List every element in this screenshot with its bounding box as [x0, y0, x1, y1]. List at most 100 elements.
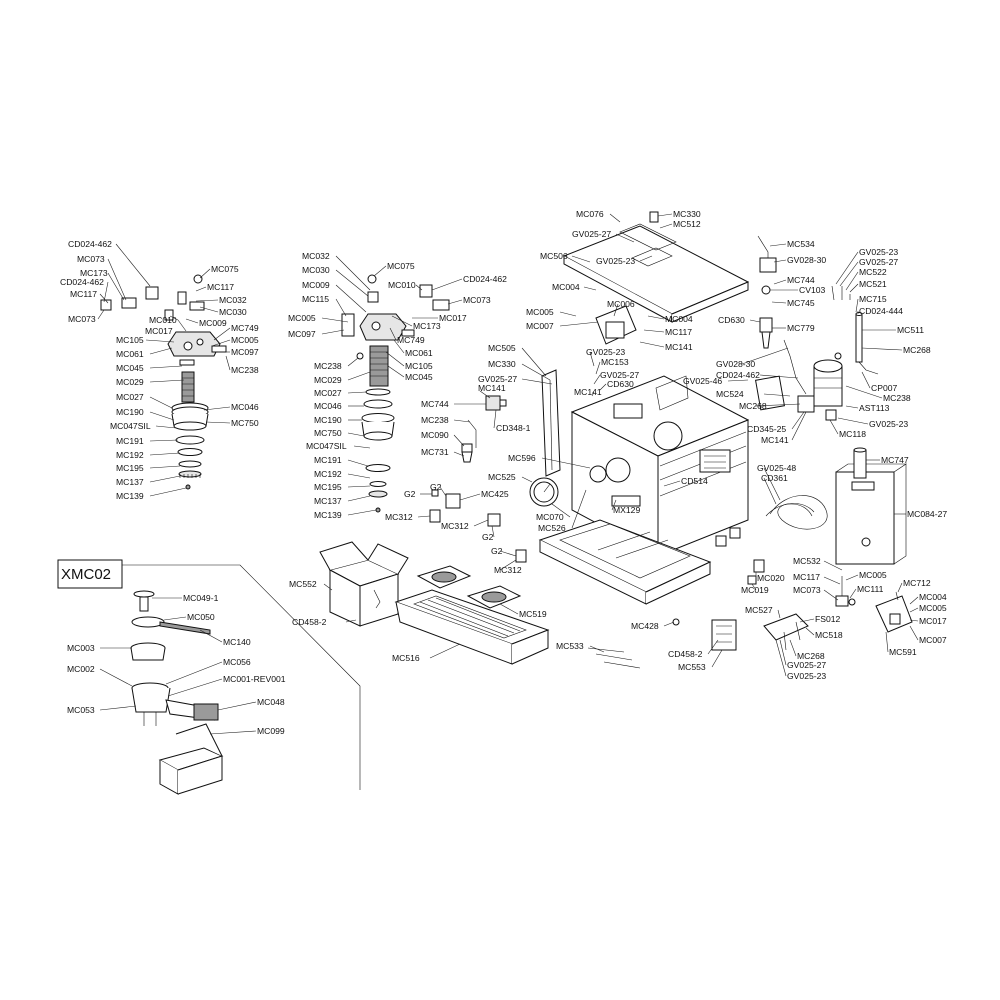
callout-label: GV025-46	[683, 376, 722, 386]
callout-label: MC111	[857, 584, 884, 594]
callout-label: MC006	[607, 299, 635, 309]
callout-label: CD348-1	[496, 423, 531, 433]
left-group-head-assembly	[100, 274, 227, 490]
callout-label: MC117	[70, 289, 97, 299]
callout-label: MC005	[526, 307, 554, 317]
callout-label: MC084-27	[907, 509, 947, 519]
callout-label: MC137	[116, 477, 144, 487]
callout-label: MC553	[678, 662, 706, 672]
callout-label: MC190	[314, 415, 342, 425]
callout-label: GV028-30	[716, 359, 755, 369]
callout-label: MC425	[481, 489, 509, 499]
callout-label: MC238	[314, 361, 342, 371]
callout-label: GV025-27	[859, 257, 898, 267]
callout-label: MC153	[601, 357, 629, 367]
callout-label: G2	[430, 482, 442, 492]
callout-label: MC750	[314, 428, 342, 438]
callout-label: GV025-27	[572, 229, 611, 239]
pressure-gauge-mc070	[529, 477, 559, 507]
callout-label: MC020	[757, 573, 785, 583]
callout-label: MC532	[793, 556, 821, 566]
callout-label: MC173	[413, 321, 441, 331]
callout-label: GV025-27	[478, 374, 517, 384]
box-mc552	[319, 541, 409, 627]
callout-label: GV025-27	[600, 370, 639, 380]
callout-label: MC527	[745, 605, 773, 615]
callout-label: MC191	[116, 436, 144, 446]
callout-label: MC312	[494, 565, 522, 575]
callout-label: MC061	[116, 349, 144, 359]
callout-label: MC115	[302, 294, 329, 304]
xmc02-portafilter-kit	[57, 559, 361, 795]
callout-label: MC029	[116, 377, 144, 387]
callout-label: MC117	[665, 327, 692, 337]
callout-label: MC141	[478, 383, 506, 393]
callout-label: MC029	[314, 375, 342, 385]
callout-label: MC045	[405, 372, 433, 382]
callout-label: MC731	[421, 447, 449, 457]
callout-label: MC516	[392, 653, 420, 663]
callout-label: MC046	[314, 401, 342, 411]
callout-label: CD361	[761, 473, 788, 483]
callout-label: MC512	[673, 219, 701, 229]
part-callout-labels: XMC02 CD024-462 MC073 MC173 CD024-462 MC…	[60, 209, 947, 736]
callout-label: MC047SIL	[110, 421, 151, 431]
drip-tray-mc516	[394, 565, 550, 665]
callout-label: CD024-462	[68, 239, 112, 249]
valves-and-switches	[429, 395, 527, 563]
callout-label: MC268	[797, 651, 825, 661]
group-title: XMC02	[61, 566, 111, 583]
callout-label: MC005	[231, 335, 259, 345]
top-cover-mc506	[562, 211, 750, 323]
callout-label: MC004	[919, 592, 947, 602]
callout-label: CV103	[799, 285, 825, 295]
callout-label: MC525	[488, 472, 516, 482]
callout-label: MC238	[231, 365, 259, 375]
callout-label: MC518	[815, 630, 843, 640]
callout-label: CD024-462	[60, 277, 104, 287]
callout-label: GV028-30	[787, 255, 826, 265]
callout-label: MC140	[223, 637, 251, 647]
callout-label: MC330	[488, 359, 516, 369]
callout-label: MC073	[77, 254, 105, 264]
callout-label: CD458-2	[292, 617, 327, 627]
callout-label: MC056	[223, 657, 251, 667]
part-drawings	[57, 211, 913, 795]
callout-label: MC007	[919, 635, 947, 645]
callout-label: MC141	[665, 342, 693, 352]
callout-label: MC190	[116, 407, 144, 417]
callout-label: GV025-23	[859, 247, 898, 257]
callout-label: MC045	[116, 363, 144, 373]
callout-label: MC090	[421, 430, 449, 440]
callout-label: MC007	[526, 321, 554, 331]
callout-label: MC552	[289, 579, 317, 589]
callout-label: MC061	[405, 348, 433, 358]
callout-label: MC192	[314, 469, 342, 479]
callout-label: MC749	[397, 335, 425, 345]
callout-label: MC002	[67, 664, 95, 674]
callout-label: MC073	[68, 314, 96, 324]
callout-label: CD514	[681, 476, 708, 486]
callout-label: MC073	[793, 585, 821, 595]
callout-label: MC076	[576, 209, 604, 219]
callout-label: MC511	[897, 325, 924, 335]
callout-label: MC749	[231, 323, 259, 333]
callout-label: MC312	[441, 521, 469, 531]
callout-label: MC506	[540, 251, 568, 261]
callout-label: MC712	[903, 578, 931, 588]
callout-label: MC596	[508, 453, 536, 463]
callout-label: MC099	[257, 726, 285, 736]
callout-label: MC238	[421, 415, 449, 425]
callout-label: CD024-462	[463, 274, 507, 284]
callout-label: MC428	[631, 621, 659, 631]
callout-label: CP007	[871, 383, 897, 393]
callout-label: MC027	[314, 388, 342, 398]
callout-label: MC017	[919, 616, 947, 626]
callout-label: MC330	[673, 209, 701, 219]
callout-label: MC526	[538, 523, 566, 533]
callout-label: MC032	[219, 295, 247, 305]
callout-label: MC139	[314, 510, 342, 520]
callout-label: MC001-REV001	[223, 674, 286, 684]
callout-label: MC268	[739, 401, 767, 411]
